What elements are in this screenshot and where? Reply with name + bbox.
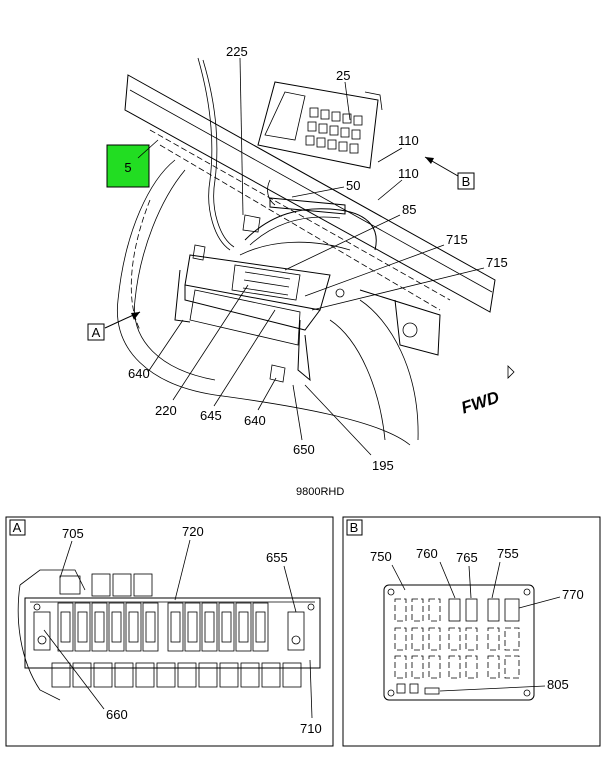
callout-645: 645 <box>200 408 222 423</box>
detail-a-bottom-connectors <box>51 662 302 688</box>
fwd-label: FWD <box>459 388 502 418</box>
callout-755: 755 <box>497 546 519 561</box>
callout-710: 710 <box>300 721 322 736</box>
callout-110-upper: 110 <box>398 133 419 148</box>
callout-805: 805 <box>547 677 569 692</box>
view-arrow-a: A <box>87 311 141 341</box>
callout-195: 195 <box>372 458 394 473</box>
callout-85: 85 <box>402 202 416 217</box>
detail-a-title: A <box>13 520 22 535</box>
fuse-panel-assembly <box>174 244 331 383</box>
callout-640-left: 640 <box>128 366 150 381</box>
callout-650: 650 <box>293 442 315 457</box>
callout-705: 705 <box>62 526 84 541</box>
leader-lines <box>147 57 485 456</box>
callout-760: 760 <box>416 546 438 561</box>
detail-a-panel: A <box>5 516 334 747</box>
upper-fuse-box <box>257 81 383 169</box>
callout-770: 770 <box>562 587 584 602</box>
detail-a-relay-row <box>57 602 269 652</box>
right-bracket <box>335 288 441 356</box>
view-arrow-b: B <box>424 156 475 190</box>
detail-b-fuse-grid <box>394 598 520 695</box>
forward-indicator: FWD <box>459 365 515 418</box>
callout-110-lower: 110 <box>398 166 419 181</box>
main-callouts: 225 25 110 110 50 85 715 715 640 220 645… <box>128 44 508 473</box>
callout-765: 765 <box>456 550 478 565</box>
cab-side-panel <box>116 159 419 446</box>
callout-715-lower: 715 <box>486 255 508 270</box>
header-beam <box>124 74 496 313</box>
callout-715-upper: 715 <box>446 232 468 247</box>
callout-750: 750 <box>370 549 392 564</box>
callout-720: 720 <box>182 524 204 539</box>
callout-5-highlight: 5 <box>106 139 159 188</box>
callout-5: 5 <box>124 160 131 175</box>
view-marker-b: B <box>462 174 471 189</box>
main-assembly-view: 5 A <box>87 44 515 498</box>
callout-660: 660 <box>106 707 128 722</box>
detail-b-title: B <box>350 520 359 535</box>
callout-655: 655 <box>266 550 288 565</box>
callout-220: 220 <box>155 403 177 418</box>
view-marker-a: A <box>92 325 101 340</box>
detail-b-panel: B <box>342 516 601 747</box>
callout-640-right: 640 <box>244 413 266 428</box>
drawing-number: 9800RHD <box>296 486 344 498</box>
detail-a-top-connectors <box>59 573 153 597</box>
upper-fuse-grid <box>305 107 363 154</box>
callout-225: 225 <box>226 44 248 59</box>
callout-50: 50 <box>346 178 360 193</box>
callout-25: 25 <box>336 68 350 83</box>
wire-harness <box>197 57 377 256</box>
